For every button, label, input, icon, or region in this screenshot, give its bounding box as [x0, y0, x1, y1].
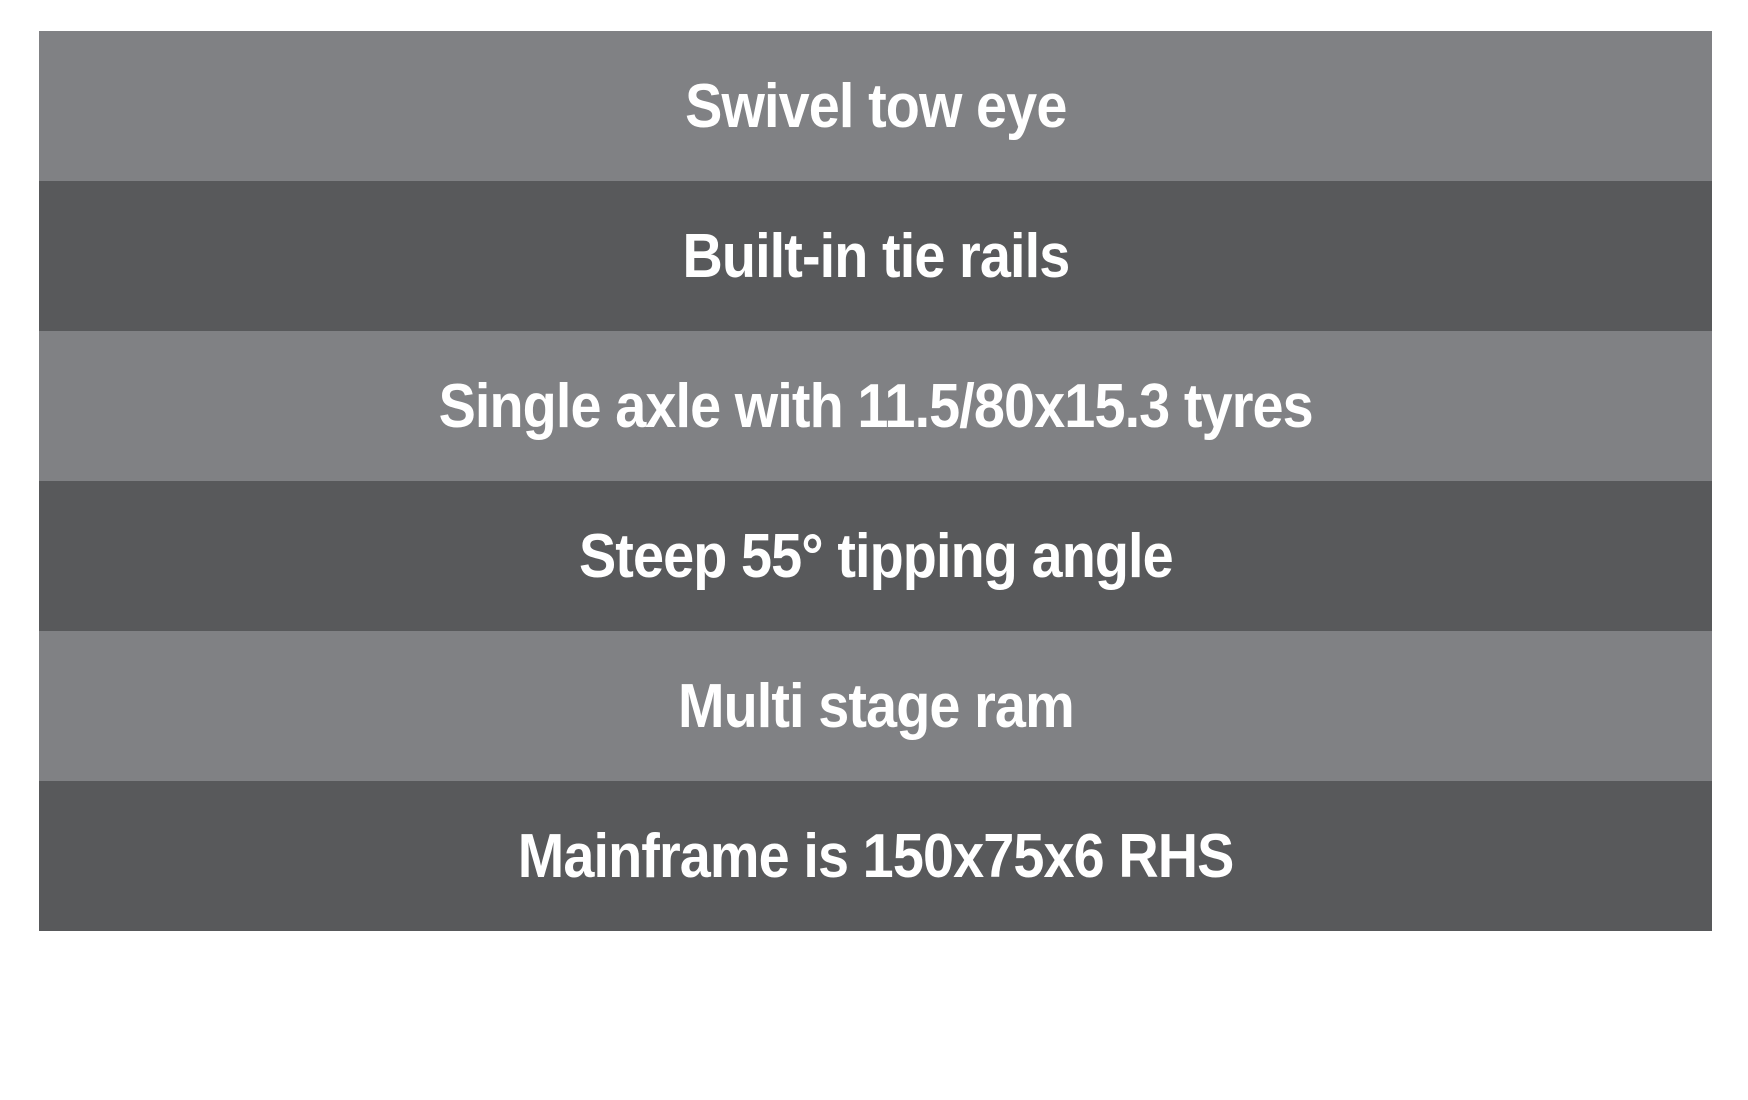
feature-label: Multi stage ram — [677, 671, 1075, 741]
feature-row-multi-stage-ram: Multi stage ram — [39, 631, 1712, 781]
feature-row-swivel-tow-eye: Swivel tow eye — [39, 31, 1712, 181]
feature-list: Swivel tow eye Built-in tie rails Single… — [39, 31, 1712, 931]
feature-label: Steep 55° tipping angle — [578, 521, 1174, 591]
feature-row-single-axle: Single axle with 11.5/80x15.3 tyres — [39, 331, 1712, 481]
feature-row-tie-rails: Built-in tie rails — [39, 181, 1712, 331]
feature-label: Swivel tow eye — [684, 71, 1067, 141]
feature-label: Single axle with 11.5/80x15.3 tyres — [438, 371, 1313, 441]
feature-row-mainframe: Mainframe is 150x75x6 RHS — [39, 781, 1712, 931]
feature-row-tipping-angle: Steep 55° tipping angle — [39, 481, 1712, 631]
feature-label: Built-in tie rails — [682, 221, 1070, 291]
feature-label: Mainframe is 150x75x6 RHS — [517, 821, 1235, 891]
